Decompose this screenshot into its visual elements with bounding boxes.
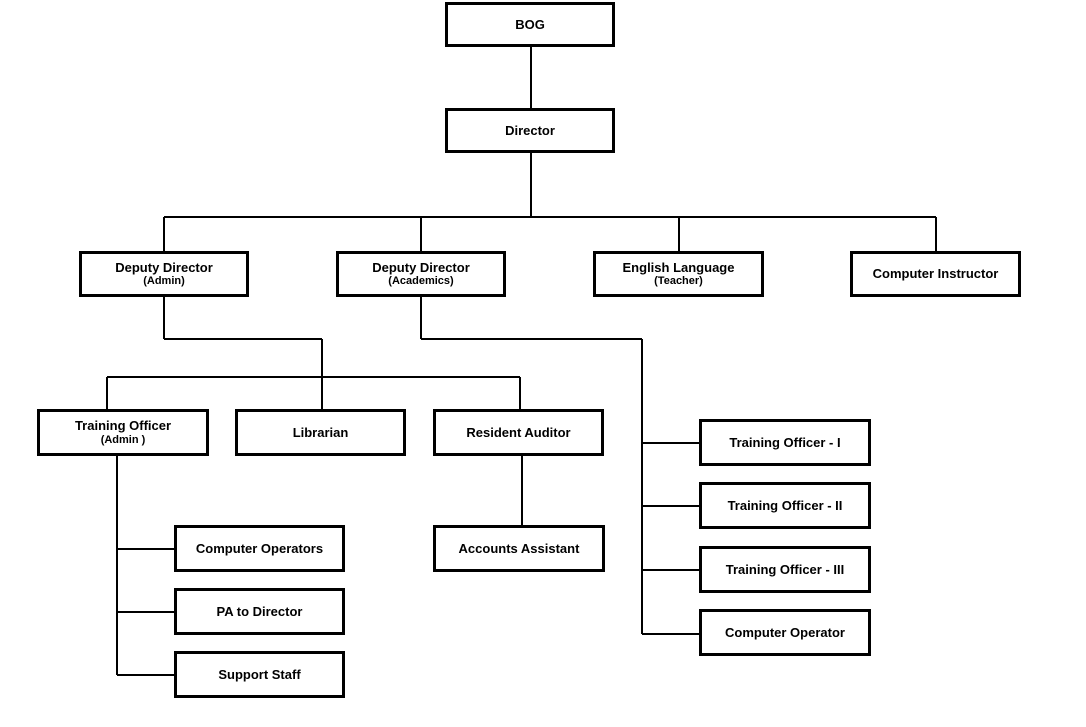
node-title: Training Officer (74, 418, 172, 434)
node-title: BOG (515, 16, 545, 32)
node-title: Training Officer - II (727, 497, 843, 513)
node-title: Accounts Assistant (458, 540, 580, 556)
node-title: Computer Operator (725, 624, 845, 640)
node-title: Resident Auditor (466, 424, 571, 440)
node-director: Director (445, 108, 615, 153)
node-deputy-director-academics: Deputy Director (Academics) (336, 251, 506, 297)
node-deputy-director-admin: Deputy Director (Admin) (79, 251, 249, 297)
node-title: PA to Director (216, 603, 303, 619)
node-title: Deputy Director (115, 259, 213, 275)
node-title: Director (505, 122, 555, 138)
node-resident-auditor: Resident Auditor (433, 409, 604, 456)
node-pa-to-director: PA to Director (174, 588, 345, 635)
node-title: English Language (622, 259, 735, 275)
node-support-staff: Support Staff (174, 651, 345, 698)
node-training-officer-2: Training Officer - II (699, 482, 871, 529)
node-english-language-teacher: English Language (Teacher) (593, 251, 764, 297)
node-computer-operators: Computer Operators (174, 525, 345, 572)
node-title: Training Officer - I (729, 434, 841, 450)
node-title: Librarian (292, 424, 349, 440)
node-title: Deputy Director (372, 259, 470, 275)
node-subtitle: (Admin ) (100, 433, 146, 446)
node-subtitle: (Admin) (143, 275, 185, 288)
node-computer-operator: Computer Operator (699, 609, 871, 656)
node-title: Support Staff (218, 666, 301, 682)
node-title: Computer Operators (195, 540, 324, 556)
node-bog: BOG (445, 2, 615, 47)
node-subtitle: (Teacher) (654, 275, 703, 288)
node-computer-instructor: Computer Instructor (850, 251, 1021, 297)
node-accounts-assistant: Accounts Assistant (433, 525, 605, 572)
node-training-officer-1: Training Officer - I (699, 419, 871, 466)
node-title: Training Officer - III (725, 561, 845, 577)
node-librarian: Librarian (235, 409, 406, 456)
node-training-officer-admin: Training Officer (Admin ) (37, 409, 209, 456)
node-subtitle: (Academics) (388, 275, 454, 288)
node-training-officer-3: Training Officer - III (699, 546, 871, 593)
node-title: Computer Instructor (872, 266, 999, 282)
